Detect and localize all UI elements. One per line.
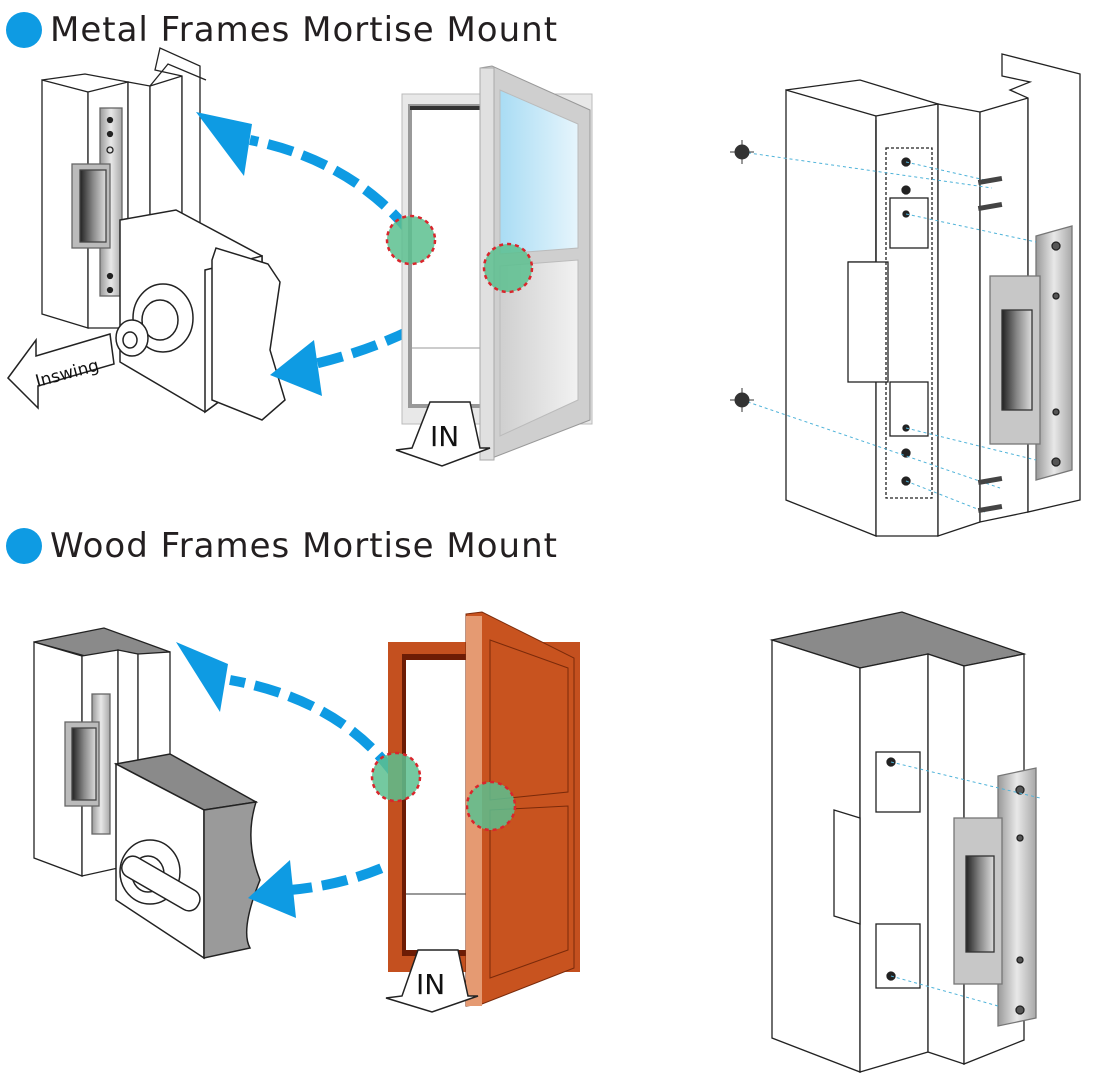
metal-frame-exploded-view	[785, 53, 1081, 537]
motion-arrow-upper	[196, 112, 414, 236]
in-label: IN	[430, 420, 459, 453]
mounting-screws	[977, 175, 1003, 514]
screw-guide-lines	[741, 151, 1037, 513]
drill-marker-icon	[730, 388, 754, 412]
wood-door	[388, 611, 580, 1007]
section-title: Metal Frames Mortise Mount	[50, 10, 559, 50]
wood-frame-exploded-view	[769, 611, 1037, 1073]
highlight-frame-strike	[370, 751, 422, 803]
metal-lockset-knob	[115, 209, 286, 421]
inswing-arrow: Inswing	[7, 333, 115, 410]
in-direction-arrow: IN	[395, 401, 491, 467]
metal-door	[401, 65, 593, 461]
motion-arrow-upper	[176, 642, 400, 778]
bullet-dot-icon	[6, 12, 42, 48]
highlight-door-lock	[465, 780, 517, 832]
highlight-door-lock	[482, 242, 534, 294]
screw-guide-lines	[890, 761, 1041, 1007]
drill-marker-icon	[730, 140, 754, 164]
wood-lockset-lever	[113, 753, 261, 960]
section-heading-metal: Metal Frames Mortise Mount	[6, 10, 558, 50]
highlight-frame-strike	[385, 214, 437, 266]
bullet-dot-icon	[6, 528, 42, 564]
in-label: IN	[416, 968, 445, 1001]
section-title: Wood Frames Mortise Mount	[50, 526, 558, 566]
in-direction-arrow: IN	[385, 949, 479, 1013]
section-heading-wood: Wood Frames Mortise Mount	[6, 526, 558, 566]
